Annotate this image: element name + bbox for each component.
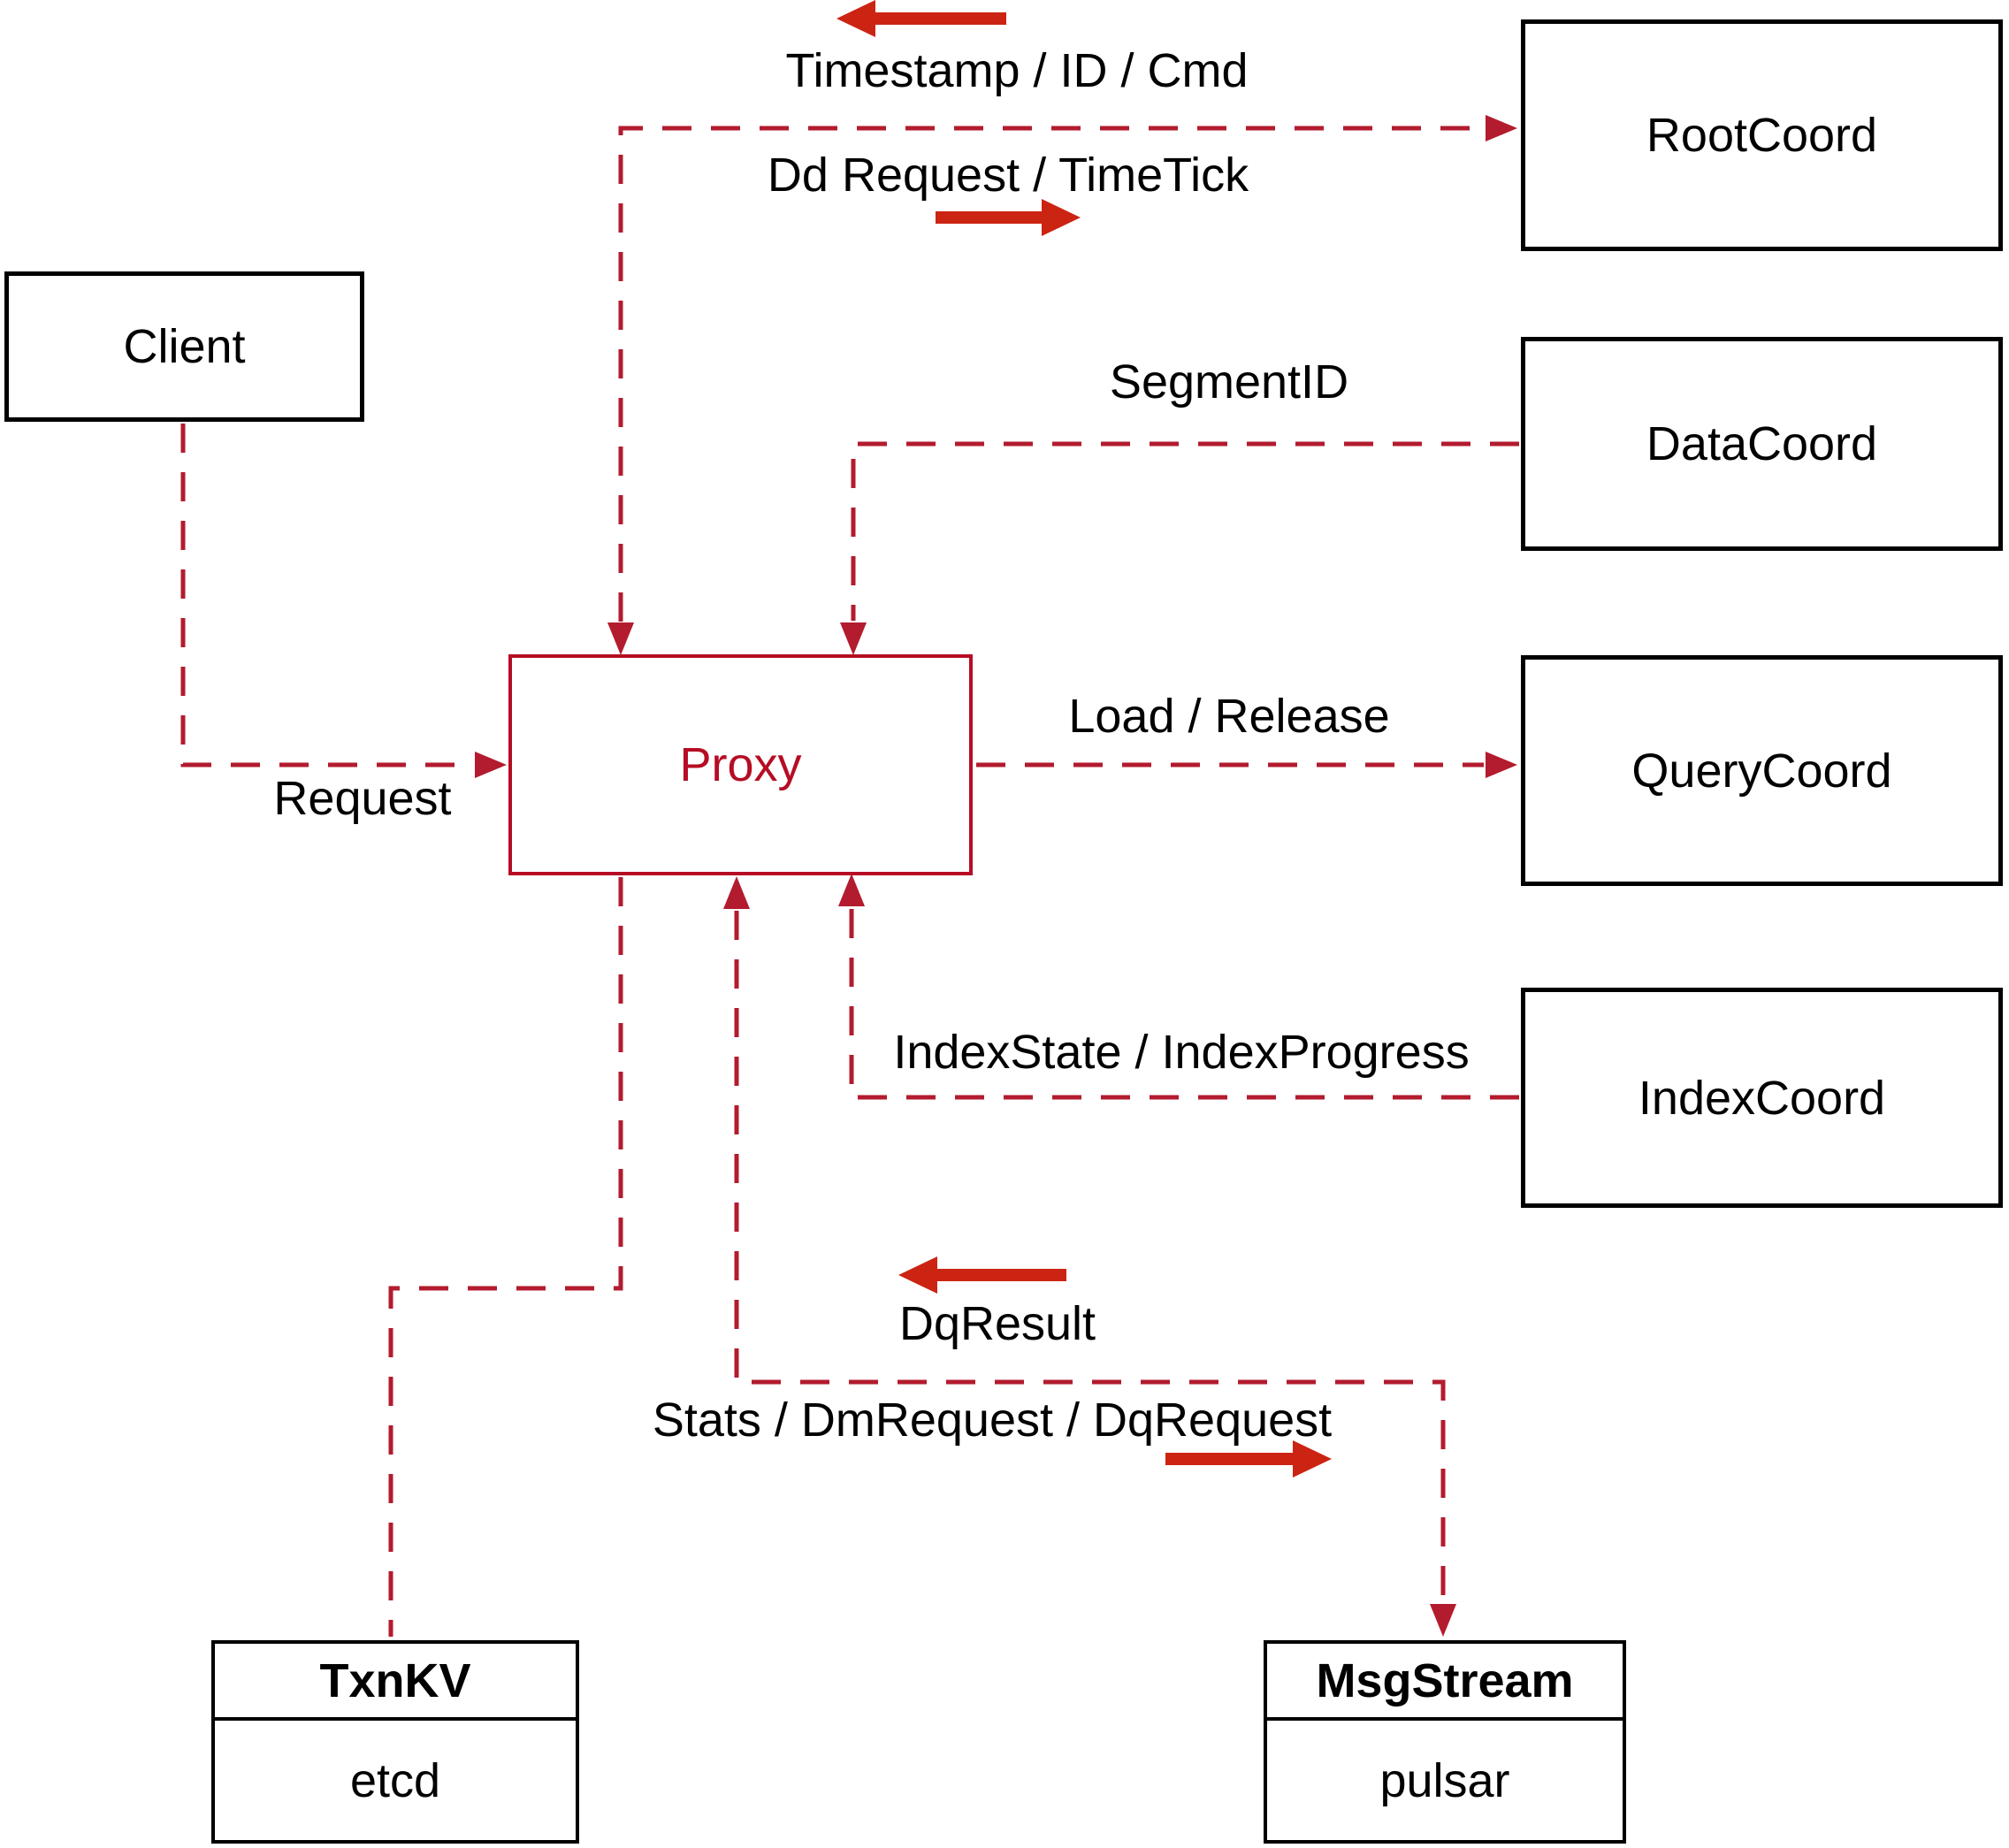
direction-arrow-right-ddrequest <box>936 199 1081 236</box>
edge-label-request: Request <box>273 772 452 825</box>
arrowhead-into-rootcoord <box>1486 115 1517 141</box>
edge-label-dd-request-timetick: Dd Request / TimeTick <box>767 149 1249 202</box>
node-client-label: Client <box>123 320 246 373</box>
node-rootcoord: RootCoord <box>1521 19 2003 251</box>
node-indexcoord-label: IndexCoord <box>1638 1071 1886 1125</box>
arrowhead-into-proxy-from-rootcoord <box>607 622 634 655</box>
direction-arrow-left-dqresult <box>898 1256 1066 1294</box>
node-proxy: Proxy <box>508 654 973 875</box>
arrowhead-into-querycoord <box>1486 752 1517 778</box>
node-querycoord-label: QueryCoord <box>1631 744 1892 798</box>
edge-label-stats-dm-dq: Stats / DmRequest / DqRequest <box>652 1394 1333 1447</box>
node-txnkv: TxnKV etcd <box>211 1640 579 1844</box>
edge-proxy-msgstream <box>734 911 1446 1601</box>
node-txnkv-subtitle: etcd <box>349 1753 441 1807</box>
arrowhead-into-proxy-from-indexcoord <box>838 874 865 906</box>
arrowhead-into-proxy-from-client <box>475 752 507 778</box>
node-proxy-label: Proxy <box>679 738 802 791</box>
edge-client-proxy <box>180 424 471 767</box>
node-msgstream: MsgStream pulsar <box>1264 1640 1626 1844</box>
edge-label-dq-result: DqResult <box>898 1297 1096 1350</box>
direction-arrow-right-stats <box>1165 1440 1332 1478</box>
arrowhead-into-msgstream <box>1430 1604 1456 1637</box>
edge-proxy-rootcoord <box>618 126 1484 622</box>
arrowhead-into-proxy-from-msgstream <box>723 876 750 909</box>
node-client: Client <box>4 271 364 422</box>
edge-label-timestamp-id-cmd: Timestamp / ID / Cmd <box>785 44 1249 97</box>
edge-proxy-txnkv <box>388 877 623 1637</box>
edge-label-segment-id: SegmentID <box>1109 355 1349 409</box>
node-msgstream-subtitle: pulsar <box>1379 1753 1510 1807</box>
direction-arrow-left-timestamp <box>836 0 1006 37</box>
node-rootcoord-label: RootCoord <box>1646 109 1878 162</box>
node-datacoord-label: DataCoord <box>1646 417 1878 470</box>
node-msgstream-title: MsgStream <box>1267 1644 1623 1721</box>
node-datacoord: DataCoord <box>1521 337 2003 551</box>
node-txnkv-title: TxnKV <box>215 1644 576 1721</box>
edge-datacoord-proxy <box>851 441 1519 621</box>
node-indexcoord: IndexCoord <box>1521 988 2003 1208</box>
edge-label-index-state-progress: IndexState / IndexProgress <box>893 1026 1470 1079</box>
edge-indexcoord-proxy <box>849 908 1519 1100</box>
node-querycoord: QueryCoord <box>1521 655 2003 886</box>
edge-label-load-release: Load / Release <box>1068 690 1390 743</box>
arrowhead-into-proxy-from-datacoord <box>840 622 867 655</box>
